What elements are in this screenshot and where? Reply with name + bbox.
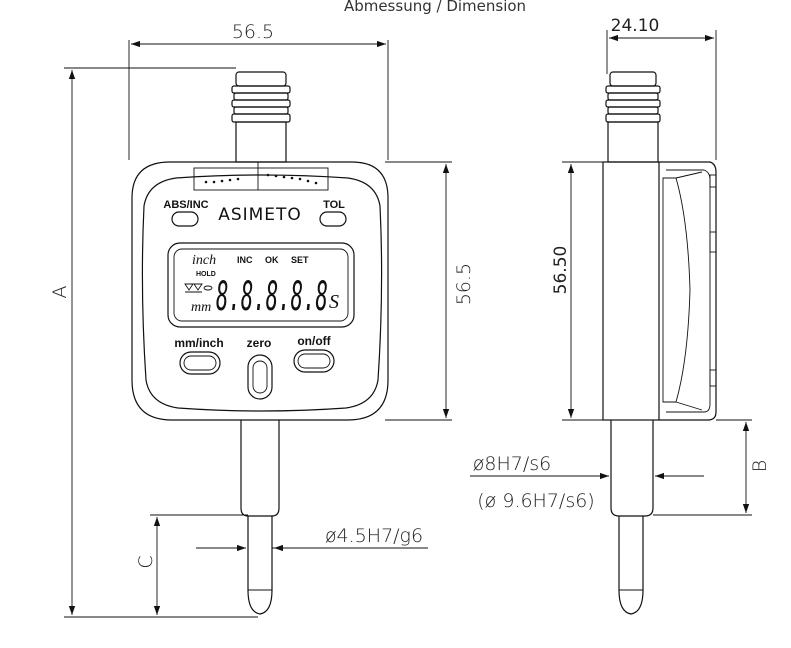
dim-stem-clamp: ø8H7/s6	[473, 453, 551, 475]
dim-side-depth: 24.10	[611, 16, 660, 36]
dim-front-height: 56.5	[453, 263, 475, 305]
brand-logo: ASIMETO	[218, 205, 302, 225]
front-view: ABS/INC TOL ASIMETO inch INC OK SET HOLD…	[131, 71, 389, 615]
gauge-body	[131, 161, 389, 421]
top-window	[193, 167, 329, 191]
dim-overall-height: A	[49, 286, 71, 299]
dim-front-width: 56.5	[232, 21, 274, 43]
lcd-tolerance-icon	[184, 283, 213, 293]
abs-inc-button[interactable]	[171, 211, 199, 227]
lcd-suffix: S	[329, 291, 339, 313]
mm-inch-label: mm/inch	[174, 336, 223, 350]
tol-button[interactable]	[319, 211, 347, 227]
dim-side-height: 56.50	[551, 246, 571, 295]
side-view	[602, 71, 717, 615]
lcd-ok: OK	[265, 255, 279, 265]
tol-label: TOL	[323, 199, 345, 211]
gauge-bezel	[141, 174, 383, 412]
tolerance-dots	[204, 173, 318, 185]
header-title: Abmessung / Dimension	[344, 0, 526, 15]
dim-stem-tip: ø4.5H7/g6	[325, 525, 423, 547]
front-dimensions: 56.5 56.5 A C ø4.5H7/g6	[49, 21, 475, 618]
lcd-inc: INC	[237, 255, 253, 265]
dim-stem-offset: B	[749, 460, 771, 472]
on-off-label: on/off	[297, 334, 331, 348]
abs-inc-label: ABS/INC	[163, 199, 208, 211]
side-stem	[610, 420, 654, 615]
lcd-hold: HOLD	[196, 271, 216, 278]
lcd-inch: inch	[192, 253, 216, 268]
mm-inch-button[interactable]	[179, 351, 221, 375]
dim-stem-length: C	[135, 555, 157, 568]
top-cap	[231, 71, 291, 163]
zero-button[interactable]	[247, 354, 273, 400]
lcd-set: SET	[291, 255, 309, 265]
lcd-mm: mm	[191, 300, 211, 315]
side-cover	[659, 161, 717, 421]
dim-stem-clamp-alt: (ø 9.6H7/s6)	[477, 490, 594, 512]
front-stem	[240, 420, 280, 615]
side-top-cap	[605, 71, 661, 163]
zero-label: zero	[247, 336, 272, 350]
side-housing	[602, 161, 660, 421]
lcd-display	[167, 242, 355, 328]
side-dimensions: 24.10 56.50 B ø8H7/s6 (ø 9.6H7/s6)	[470, 16, 771, 516]
lcd-digits: 8.8.8.8.8	[216, 274, 328, 320]
on-off-button[interactable]	[293, 349, 335, 373]
